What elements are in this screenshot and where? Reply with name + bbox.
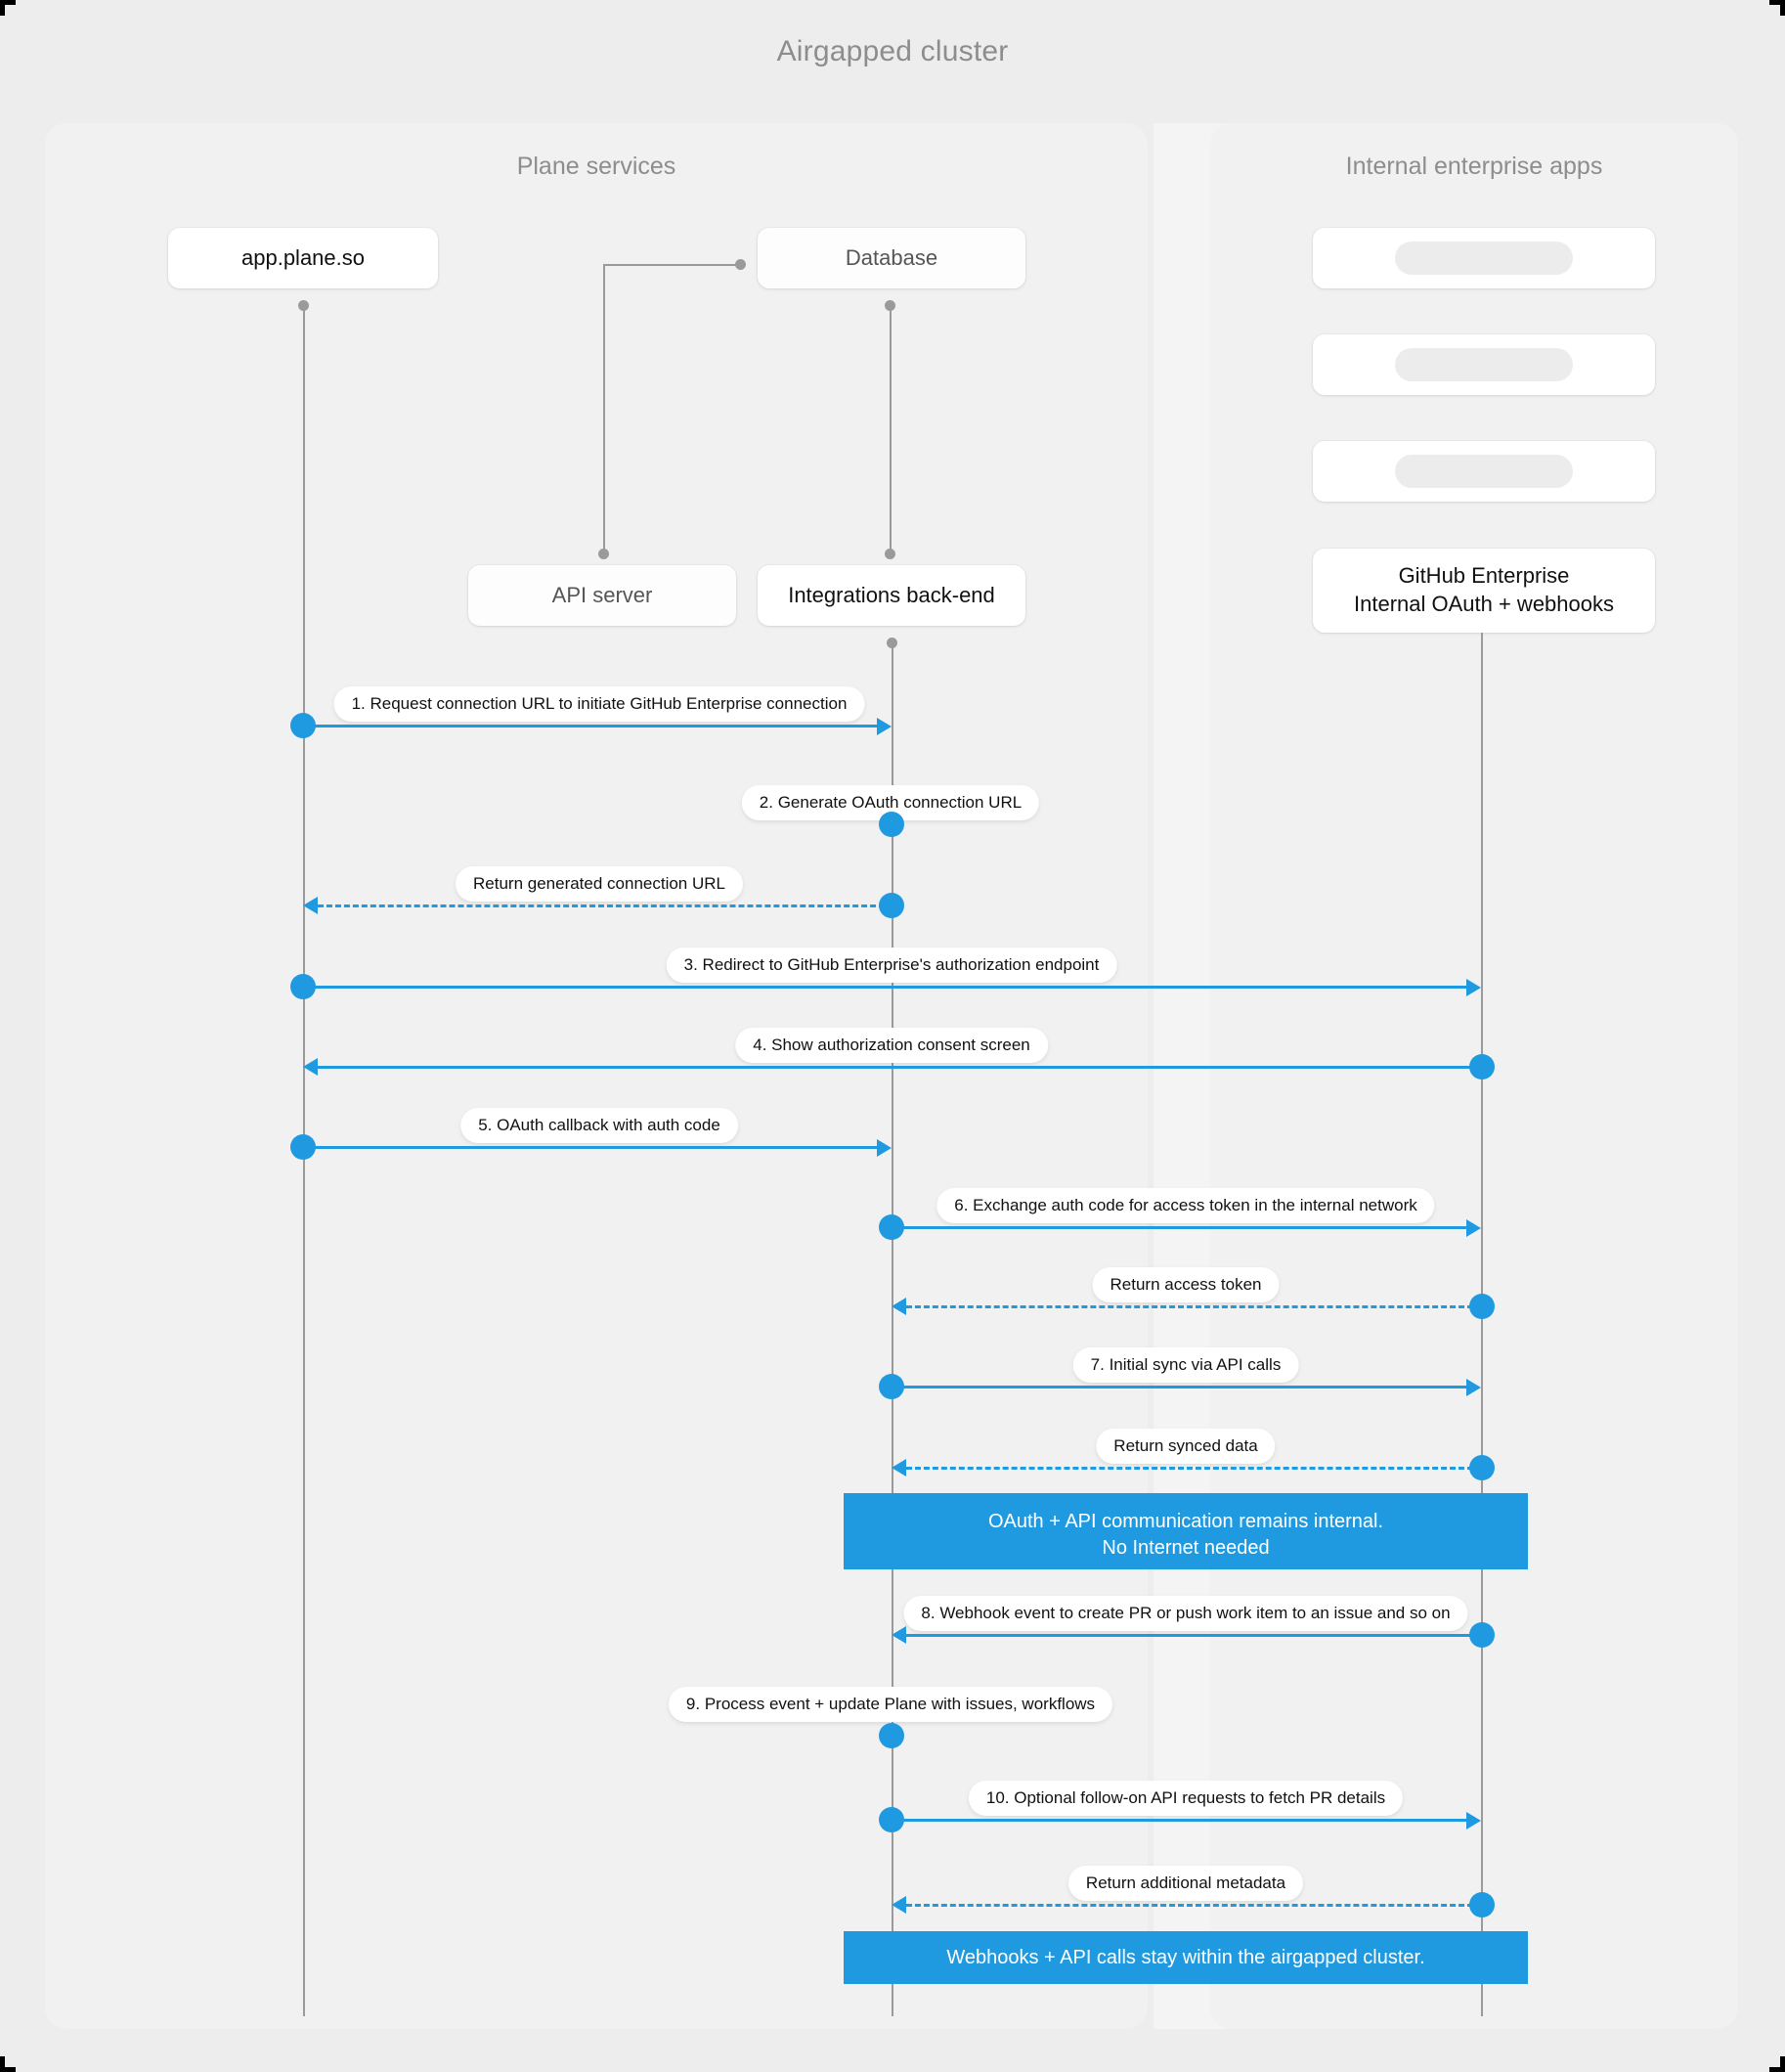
arrow-left-icon: [303, 897, 318, 914]
message-label-4: 3. Redirect to GitHub Enterprise's autho…: [666, 948, 1117, 983]
note-oauth-internal-line2: No Internet needed: [1102, 1537, 1270, 1559]
note-oauth-internal: OAuth + API communication remains intern…: [844, 1493, 1528, 1569]
group-internal-enterprise-apps-title: Internal enterprise apps: [1345, 153, 1603, 180]
message-label-11: 8. Webhook event to create PR or push wo…: [903, 1596, 1468, 1631]
message-label-9: 7. Initial sync via API calls: [1072, 1347, 1299, 1383]
node-enterprise-placeholder-1[interactable]: [1313, 228, 1655, 288]
node-enterprise-placeholder-3[interactable]: [1313, 441, 1655, 502]
crop-mark-icon: [1769, 0, 1785, 5]
connector-endpoint-dot: [598, 549, 609, 559]
message-label-13: 10. Optional follow-on API requests to f…: [968, 1781, 1404, 1816]
message-line-3: [318, 904, 885, 907]
message-label-3: Return generated connection URL: [456, 866, 743, 902]
activation-dot: [1469, 1294, 1495, 1319]
message-line-11: [906, 1634, 1473, 1637]
arrow-right-icon: [1466, 1219, 1481, 1237]
node-integrations-backend[interactable]: Integrations back-end: [758, 565, 1025, 626]
message-label-7: 6. Exchange auth code for access token i…: [936, 1188, 1435, 1223]
arrow-left-icon: [892, 1896, 906, 1914]
crop-mark-icon: [0, 0, 5, 16]
node-database[interactable]: Database: [758, 228, 1025, 288]
message-line-8: [906, 1305, 1473, 1308]
note-webhooks-internal: Webhooks + API calls stay within the air…: [844, 1931, 1528, 1984]
node-enterprise-placeholder-2[interactable]: [1313, 334, 1655, 395]
node-github-enterprise-line1: GitHub Enterprise: [1398, 563, 1570, 589]
arrow-right-icon: [877, 718, 892, 735]
lifeline-integrations-backend: [892, 642, 893, 2016]
arrow-right-icon: [1466, 979, 1481, 996]
lifeline-end-dot: [885, 549, 895, 559]
diagram-title: Airgapped cluster: [776, 35, 1009, 67]
node-api-server[interactable]: API server: [468, 565, 736, 626]
message-label-1: 1. Request connection URL to initiate Gi…: [333, 686, 865, 722]
crop-mark-icon: [1780, 2056, 1785, 2072]
activation-dot: [1469, 1622, 1495, 1648]
arrow-left-icon: [892, 1298, 906, 1315]
message-label-8: Return access token: [1092, 1267, 1280, 1302]
message-label-10: Return synced data: [1096, 1429, 1276, 1464]
message-line-14: [906, 1904, 1473, 1907]
message-line-4: [303, 986, 1471, 989]
lifeline-github-enterprise: [1481, 633, 1483, 2016]
lifeline-app-plane-so: [303, 305, 305, 2016]
lifeline-database: [890, 305, 892, 553]
message-label-12: 9. Process event + update Plane with iss…: [668, 1687, 1113, 1722]
node-github-enterprise[interactable]: GitHub Enterprise Internal OAuth + webho…: [1313, 549, 1655, 633]
arrow-right-icon: [877, 1139, 892, 1157]
placeholder-bar-icon: [1395, 242, 1573, 275]
message-line-13: [892, 1819, 1471, 1822]
arrow-left-icon: [892, 1626, 906, 1644]
activation-dot: [879, 1723, 904, 1748]
connector-vertical-api-server: [603, 264, 605, 553]
note-webhooks-internal-line1: Webhooks + API calls stay within the air…: [946, 1946, 1425, 1968]
message-label-5: 4. Show authorization consent screen: [735, 1028, 1048, 1063]
message-line-9: [892, 1386, 1471, 1389]
group-plane-services-title: Plane services: [516, 153, 676, 180]
node-github-enterprise-line2: Internal OAuth + webhooks: [1354, 592, 1614, 616]
activation-dot: [1469, 1455, 1495, 1480]
placeholder-bar-icon: [1395, 455, 1573, 488]
message-line-7: [892, 1226, 1471, 1229]
group-plane-services: Plane services: [45, 123, 1148, 2029]
arrow-right-icon: [1466, 1812, 1481, 1830]
crop-mark-icon: [1769, 2067, 1785, 2072]
crop-mark-icon: [1780, 0, 1785, 16]
message-line-10: [906, 1467, 1473, 1470]
placeholder-bar-icon: [1395, 348, 1573, 381]
arrow-left-icon: [303, 1058, 318, 1076]
arrow-right-icon: [1466, 1379, 1481, 1396]
node-app-plane-so[interactable]: app.plane.so: [168, 228, 438, 288]
connector-database-to-api-server: [603, 264, 740, 266]
crop-mark-icon: [0, 2067, 16, 2072]
arrow-left-icon: [892, 1459, 906, 1477]
crop-mark-icon: [0, 0, 16, 5]
message-label-14: Return additional metadata: [1067, 1866, 1304, 1901]
message-label-6: 5. OAuth callback with auth code: [460, 1108, 738, 1143]
connector-endpoint-dot: [735, 259, 746, 270]
message-line-6: [303, 1146, 882, 1149]
message-line-1: [303, 725, 882, 727]
activation-dot: [879, 812, 904, 837]
note-oauth-internal-line1: OAuth + API communication remains intern…: [987, 1511, 1384, 1532]
activation-dot: [1469, 1892, 1495, 1918]
crop-mark-icon: [0, 2056, 5, 2072]
message-line-5: [318, 1066, 1476, 1069]
